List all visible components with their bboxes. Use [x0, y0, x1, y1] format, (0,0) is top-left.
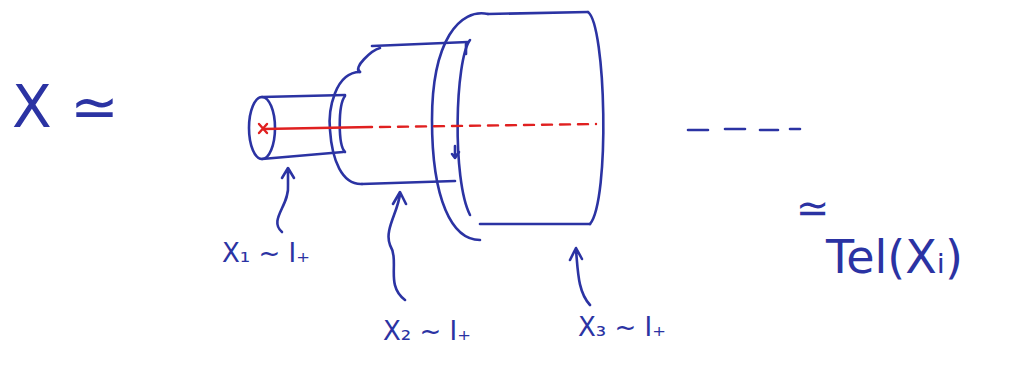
- continuation-dashes: [688, 129, 800, 130]
- cylinder-edge: [372, 42, 468, 46]
- core-line-dashed: [380, 124, 596, 127]
- cylinder-edge: [262, 152, 343, 159]
- leader-arrow: [570, 248, 590, 305]
- cylinder-edge: [362, 181, 455, 184]
- base-point: [259, 124, 267, 133]
- cylinder-label: X₁ ~ I₊: [222, 240, 310, 266]
- telescope-label: Tel(Xᵢ): [826, 234, 963, 280]
- leader-arrow: [389, 192, 406, 300]
- cylinder-end: [588, 12, 603, 224]
- cylinder-edge: [488, 12, 588, 14]
- leader-arrow: [277, 168, 294, 232]
- space-label: X ≃: [12, 78, 119, 136]
- cylinder-label: X₃ ~ I₊: [578, 314, 666, 340]
- cylinder-edge: [480, 223, 590, 226]
- equivalence-sign: ≃: [796, 188, 830, 228]
- cylinder-label: X₂ ~ I₊: [383, 318, 471, 344]
- cylinder-face: [358, 48, 380, 72]
- core-line: [263, 127, 372, 129]
- cylinder-face: [340, 96, 345, 152]
- cylinder-face: [458, 40, 470, 215]
